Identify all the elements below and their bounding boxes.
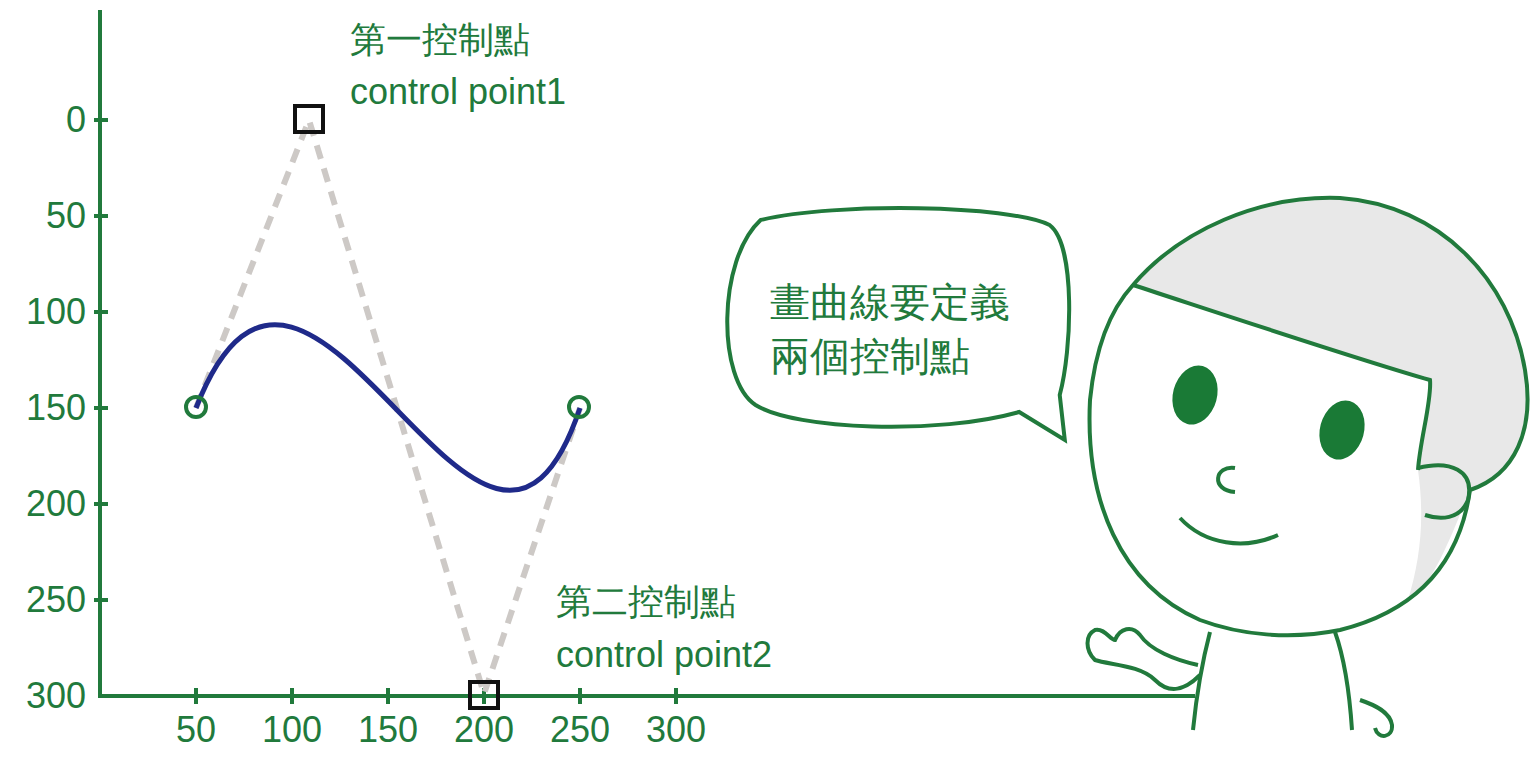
axis-value: 0 [66,100,86,140]
control-point-marker [470,682,498,708]
axis-value: 200 [454,710,514,750]
axis-value: 50 [176,710,216,750]
axes [94,10,1195,704]
control-lines [196,120,580,694]
point-label: control point1 [350,72,566,112]
speech-text: 畫曲線要定義 兩個控制點 [770,275,1040,383]
end-point [186,397,206,417]
axis-value: 150 [26,388,86,428]
axis-value: 100 [26,292,86,332]
axis-value: 150 [358,710,418,750]
bubble-outline [727,208,1069,440]
axis-value: 300 [26,676,86,716]
axis-value: 200 [26,484,86,524]
axis-value: 50 [46,196,86,236]
axis-value: 250 [550,710,610,750]
point-label: 第二控制點 [556,582,736,622]
end-point [569,397,589,417]
point-label: control point2 [556,635,772,675]
character [1088,198,1528,736]
speech-bubble: 畫曲線要定義 兩個控制點 [715,200,1080,450]
axis-value: 300 [646,710,706,750]
axis-value: 250 [26,580,86,620]
point-label: 第一控制點 [350,20,530,60]
bezier-curve [196,325,580,491]
control-point-marker [295,106,323,132]
axis-value: 100 [262,710,322,750]
